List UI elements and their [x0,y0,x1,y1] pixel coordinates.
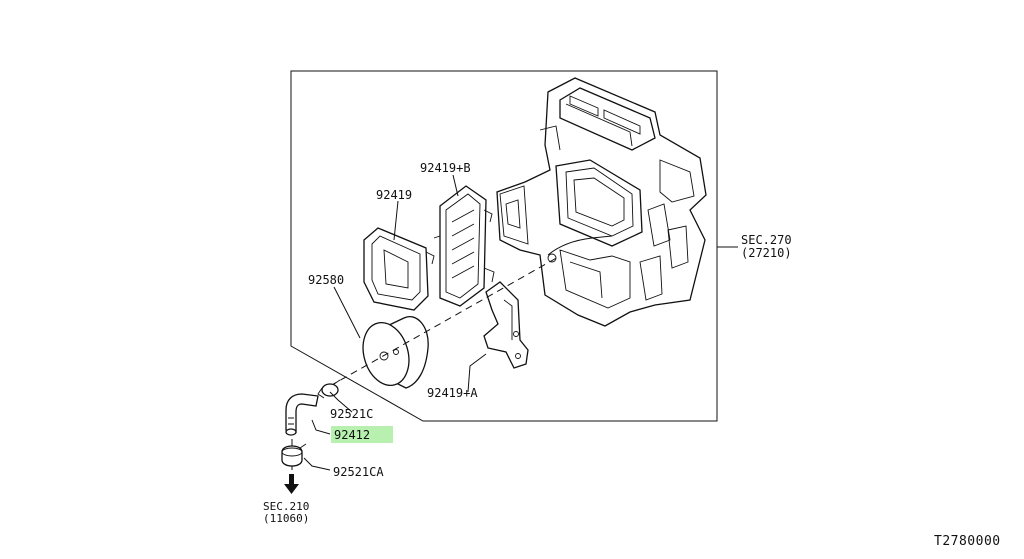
clamp-92521ca [281,443,307,467]
label-92419b: 92419+B [420,161,471,175]
filter-frame-92419 [363,227,435,311]
label-92419: 92419 [376,188,412,202]
down-arrow-icon [284,474,299,494]
highlight-92412 [331,426,393,443]
label-sec210-ref: (11060) [263,512,309,525]
diagram-code: T2780000 [934,534,1001,549]
bracket-92419a [483,281,529,369]
label-92412: 92412 [334,428,370,442]
label-sec270: SEC.270 [741,233,792,247]
label-92521ca: 92521CA [333,465,384,479]
leader-lines [303,174,487,471]
filter-element-92580 [362,316,429,389]
filter-holder-92419b [433,185,495,307]
assembly-centerline [329,255,561,387]
hose-92412 [285,393,319,436]
assembly-boundary [290,70,718,422]
label-92580: 92580 [308,273,344,287]
heater-unit-housing [496,77,707,327]
label-92521c: 92521C [330,407,373,421]
label-92419a: 92419+A [427,386,478,400]
clamp-92521c [317,379,341,399]
label-sec270-ref: (27210) [741,246,792,260]
label-sec210: SEC.210 [263,500,309,513]
